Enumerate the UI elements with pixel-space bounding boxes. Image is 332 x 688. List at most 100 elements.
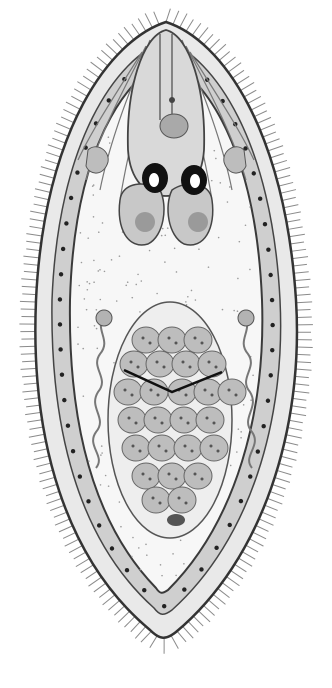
cilium	[193, 616, 203, 626]
speckle	[191, 290, 193, 292]
cilium	[297, 347, 313, 348]
cilium	[277, 175, 291, 179]
cilium	[20, 301, 36, 302]
cilium	[25, 412, 41, 414]
speckle	[105, 475, 107, 477]
cortex-nucleus	[182, 587, 186, 591]
cilium	[253, 532, 266, 539]
cortex-nucleus	[261, 424, 265, 428]
speckle	[87, 289, 89, 291]
gonad-lobe	[118, 407, 146, 433]
lobe-nucleus	[185, 502, 188, 505]
lobe-nucleus	[137, 366, 140, 369]
ganglion-left-nucleus	[135, 212, 155, 232]
cilium	[31, 442, 46, 445]
pharynx-gland	[160, 114, 188, 138]
cilium	[208, 600, 219, 609]
cilium	[209, 39, 220, 50]
speckle	[162, 228, 164, 230]
speckle	[92, 185, 94, 187]
speckle	[213, 150, 215, 152]
speckle	[96, 309, 98, 311]
gonad-lobe	[144, 407, 172, 433]
cilium	[283, 449, 298, 453]
speckle	[229, 186, 231, 188]
cilium	[101, 50, 112, 60]
speckle	[180, 539, 182, 541]
pharynx-pore	[169, 97, 175, 103]
cilium	[275, 167, 290, 171]
gonad-lobe	[172, 351, 200, 377]
speckle	[176, 271, 178, 273]
lobe-nucleus	[168, 473, 171, 476]
lobe-nucleus	[165, 450, 168, 453]
cortex-nucleus	[71, 449, 75, 453]
speckle	[93, 281, 95, 283]
speckle	[164, 261, 166, 263]
cilium	[30, 226, 44, 228]
cortex-nucleus	[59, 272, 63, 276]
cilium	[36, 463, 51, 467]
speckle	[119, 501, 121, 503]
speckle	[88, 460, 90, 462]
vitelline-gland-left	[96, 310, 112, 326]
speckle	[215, 158, 217, 160]
cilium	[76, 558, 90, 566]
speckle	[111, 259, 113, 261]
lobe-nucleus	[189, 366, 192, 369]
cilium	[240, 82, 254, 90]
speckle	[185, 301, 187, 303]
speckle	[100, 454, 102, 456]
lobe-nucleus	[163, 366, 166, 369]
speckle	[83, 395, 85, 397]
cilium	[59, 526, 73, 532]
cilium	[279, 463, 292, 467]
cilium	[203, 605, 214, 615]
cortex-nucleus	[64, 221, 68, 225]
speckle	[249, 206, 251, 208]
lobe-nucleus	[204, 389, 207, 392]
speckle	[156, 293, 158, 295]
speckle	[94, 325, 96, 327]
cilium	[192, 23, 201, 35]
cilium	[61, 117, 74, 123]
cilium	[56, 123, 71, 129]
ganglion-right-nucleus	[188, 212, 208, 232]
cilium	[86, 571, 98, 579]
speckle	[249, 269, 251, 271]
cortex-nucleus	[58, 297, 62, 301]
cilium	[108, 600, 119, 610]
speckle	[227, 201, 229, 203]
cilium	[292, 398, 306, 400]
cilium	[91, 62, 104, 72]
speckle	[243, 404, 245, 406]
cortex-nucleus	[270, 323, 274, 327]
cilium	[285, 442, 299, 445]
cilium	[39, 182, 53, 185]
lateral-organ-left	[86, 147, 108, 173]
lobe-nucleus	[142, 473, 145, 476]
cilium	[292, 257, 308, 259]
speckle	[236, 451, 238, 453]
cortex-nucleus	[60, 372, 64, 376]
cilium	[55, 519, 70, 525]
cilium	[226, 577, 239, 586]
cilium	[171, 635, 178, 648]
cilium	[114, 606, 124, 615]
vitelline-gland-right	[238, 310, 254, 326]
cilium	[166, 9, 170, 22]
cilium	[222, 583, 233, 591]
gonad-lobe	[218, 379, 246, 405]
speckle	[108, 136, 110, 138]
speckle	[183, 563, 185, 565]
cilium	[24, 398, 39, 400]
cilium	[228, 63, 241, 72]
cilium	[296, 369, 312, 370]
cortex-nucleus	[239, 499, 243, 503]
cortex-nucleus	[61, 247, 65, 251]
cilium	[22, 390, 38, 392]
cilium	[103, 595, 115, 605]
speckle	[99, 269, 101, 271]
lobe-nucleus	[175, 342, 178, 345]
speckle	[93, 216, 95, 218]
